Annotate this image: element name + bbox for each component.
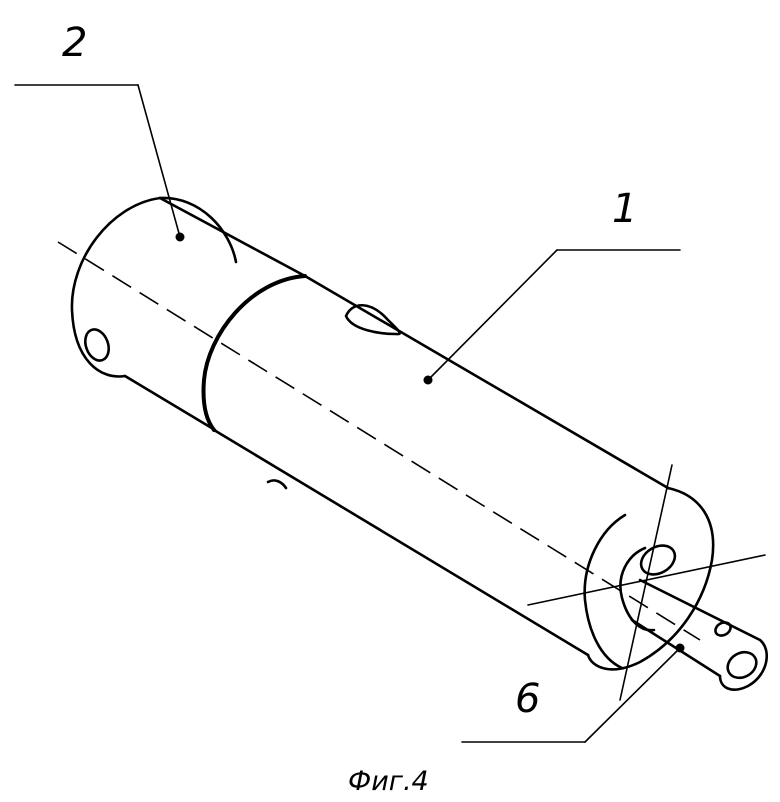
- joint-ring: [203, 276, 305, 430]
- label-part-2: 2: [62, 20, 87, 66]
- leader-line-6: [462, 644, 685, 743]
- label-part-1: 1: [612, 186, 637, 232]
- housing-part-2: [72, 198, 305, 430]
- leader-line-1: [424, 250, 681, 385]
- shaft-part-6: [620, 540, 766, 690]
- figure-caption: Фиг.4: [348, 766, 429, 797]
- body-part-1: [214, 276, 668, 655]
- center-axis: [58, 242, 700, 640]
- leader-line-2: [15, 85, 185, 242]
- construction-line-horizontal: [528, 555, 765, 605]
- label-part-6: 6: [515, 676, 540, 722]
